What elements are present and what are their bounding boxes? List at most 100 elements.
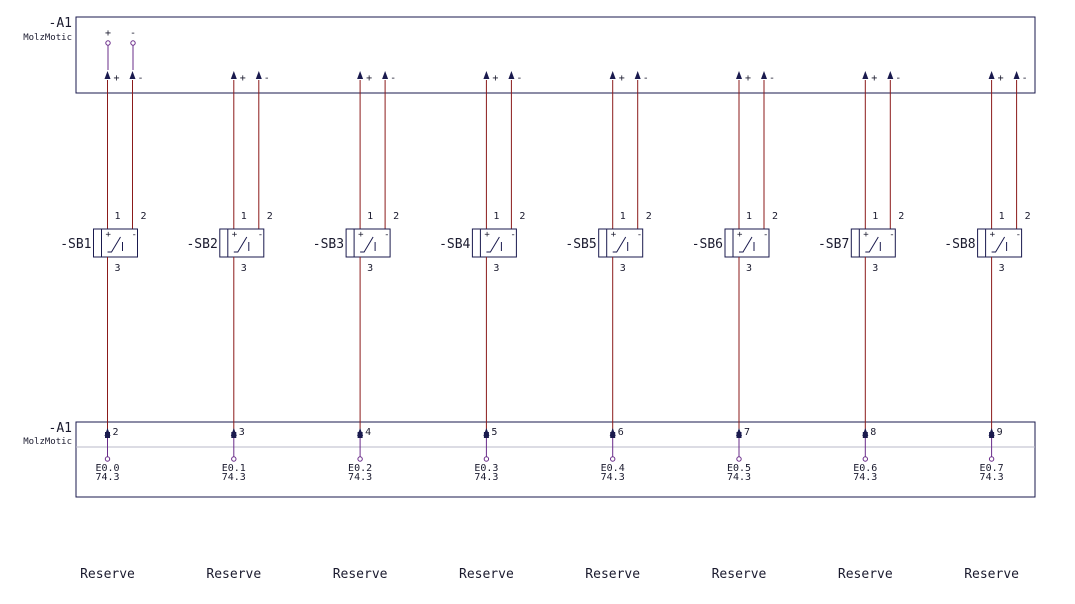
pin-1-label: 1: [746, 211, 752, 222]
device-designation: -SB8: [944, 237, 975, 252]
sensor-device-box: [977, 228, 1023, 258]
device-plus-mark: +: [232, 230, 238, 240]
switch-contact-icon: [865, 236, 881, 253]
page-reference: 74.3: [980, 472, 1004, 483]
minus-terminal-label: -: [895, 73, 901, 84]
plus-terminal-label: +: [240, 73, 246, 84]
supply-minus-label: -: [130, 28, 136, 39]
pin-3-label: 3: [872, 263, 878, 274]
plus-terminal-icon: [736, 71, 742, 79]
minus-terminal-icon: [129, 71, 136, 79]
sensor-device-box: [219, 228, 265, 258]
page-reference: 74.3: [222, 472, 246, 483]
top-module-name: MolzMotic: [23, 33, 72, 43]
minus-terminal-icon: [1013, 71, 1020, 79]
input-terminal-point: [104, 456, 111, 462]
plus-terminal-icon: [230, 71, 237, 79]
reserve-note: Reserve: [333, 567, 388, 582]
pin-1-label: 1: [115, 211, 121, 222]
reserve-note: Reserve: [964, 567, 1019, 582]
supply-minus-terminal: [130, 40, 136, 46]
device-plus-mark: +: [106, 230, 112, 240]
input-terminal-block: [357, 432, 363, 438]
sensor-device-box: [850, 228, 896, 258]
reserve-note: Reserve: [585, 567, 640, 582]
input-pin-number: 6: [618, 427, 624, 438]
pin-2-label: 2: [772, 211, 778, 222]
input-address: E0.5: [727, 463, 751, 474]
switch-contact-icon: [486, 236, 502, 253]
sensor-device-box: [724, 228, 770, 258]
minus-terminal-label: -: [516, 73, 522, 84]
device-minus-mark: -: [510, 230, 515, 240]
page-reference: 74.3: [95, 472, 119, 483]
pin-2-label: 2: [898, 211, 904, 222]
page-reference: 74.3: [348, 472, 372, 483]
device-minus-mark: -: [763, 230, 768, 240]
device-designation: -SB5: [565, 237, 596, 252]
input-terminal-block: [483, 432, 489, 438]
reserve-note: Reserve: [712, 567, 767, 582]
device-designation: -SB2: [186, 237, 217, 252]
device-minus-mark: -: [889, 230, 894, 240]
input-terminal-point: [988, 456, 995, 462]
switch-contact-icon: [107, 236, 123, 253]
plus-terminal-label: +: [871, 73, 877, 84]
pin-3-label: 3: [367, 263, 373, 274]
pin-3-label: 3: [999, 263, 1005, 274]
device-designation: -SB4: [439, 237, 470, 252]
reserve-note: Reserve: [80, 567, 135, 582]
input-pin-number: 5: [491, 427, 497, 438]
device-designation: -SB3: [313, 237, 344, 252]
pin-2-label: 2: [393, 211, 399, 222]
reserve-note: Reserve: [838, 567, 893, 582]
input-address: E0.1: [222, 463, 246, 474]
minus-terminal-label: -: [138, 73, 144, 84]
device-designation: -SB6: [692, 237, 723, 252]
pin-2-label: 2: [646, 211, 652, 222]
input-pin-number: 4: [365, 427, 371, 438]
page-reference: 74.3: [474, 472, 498, 483]
device-designation: -SB7: [818, 237, 849, 252]
device-plus-mark: +: [358, 230, 364, 240]
input-terminal-point: [231, 456, 237, 462]
input-pin-number: 2: [113, 427, 119, 438]
minus-terminal-icon: [761, 71, 767, 79]
switch-contact-icon: [991, 236, 1008, 253]
input-terminal-point: [483, 456, 490, 462]
sensor-device-box: [93, 228, 138, 258]
pin-3-label: 3: [241, 263, 247, 274]
device-minus-mark: -: [258, 230, 263, 240]
plus-terminal-icon: [104, 71, 111, 79]
plus-terminal-label: +: [492, 73, 498, 84]
pin-1-label: 1: [620, 211, 626, 222]
switch-contact-icon: [739, 236, 755, 253]
pin-2-label: 2: [519, 211, 525, 222]
plus-terminal-icon: [357, 71, 364, 79]
input-terminal-block: [105, 432, 110, 438]
minus-terminal-label: -: [769, 73, 775, 84]
device-plus-mark: +: [484, 230, 490, 240]
pin-3-label: 3: [746, 263, 752, 274]
top-module-designation: -A1: [49, 16, 72, 31]
pin-2-label: 2: [267, 211, 273, 222]
page-reference: 74.3: [601, 472, 625, 483]
switch-contact-icon: [360, 236, 376, 253]
pin-1-label: 1: [999, 211, 1005, 222]
pin-2-label: 2: [141, 211, 147, 222]
minus-terminal-icon: [887, 71, 894, 79]
input-terminal-block: [862, 432, 868, 438]
minus-terminal-icon: [634, 71, 641, 79]
switch-contact-icon: [612, 236, 629, 253]
minus-terminal-icon: [255, 71, 262, 79]
device-plus-mark: +: [863, 230, 869, 240]
input-address: E0.0: [95, 463, 119, 474]
reserve-note: Reserve: [459, 567, 514, 582]
device-minus-mark: -: [132, 230, 137, 240]
device-plus-mark: +: [990, 230, 996, 240]
device-minus-mark: -: [1016, 230, 1021, 240]
input-address: E0.6: [853, 463, 877, 474]
